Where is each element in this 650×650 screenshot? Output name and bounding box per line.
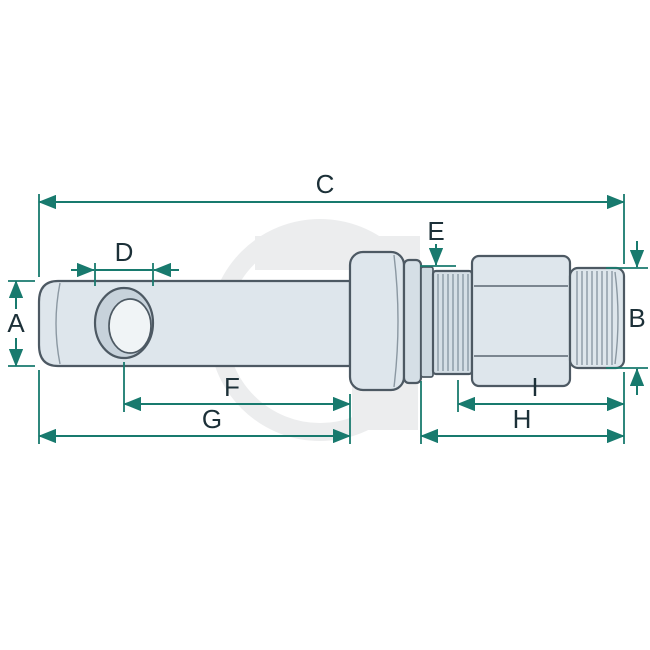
pin-assembly — [37, 250, 626, 392]
dimension-label-b: B — [628, 303, 645, 333]
thread-lines-left — [437, 274, 469, 371]
dimension-label-c: C — [316, 169, 335, 199]
dimension-d: D — [71, 237, 179, 286]
dimension-label-e: E — [427, 216, 444, 246]
dimension-label-a: A — [7, 308, 25, 338]
collar-step — [402, 258, 423, 385]
dimension-label-h: H — [513, 404, 532, 434]
dimension-label-i: I — [531, 372, 538, 402]
dimension-h: H — [420, 381, 625, 444]
dimension-label-g: G — [202, 404, 222, 434]
dimension-b: B — [606, 241, 648, 395]
dimension-f: F — [123, 362, 351, 444]
dimension-a: A — [7, 280, 35, 367]
hex-nut — [470, 254, 572, 388]
dimension-e: E — [420, 216, 456, 267]
dimension-g: G — [38, 370, 351, 444]
pin-hole-inner — [108, 298, 152, 354]
flange-curve-line — [393, 254, 399, 388]
dimension-label-d: D — [115, 237, 134, 267]
pin-shaft — [37, 279, 352, 368]
thread-lines-right — [576, 271, 613, 365]
shaft-chamfer-line — [55, 282, 61, 365]
stub-end-chamfer-line — [614, 271, 619, 365]
thread-relief — [420, 266, 434, 378]
dimension-label-f: F — [224, 372, 240, 402]
dimension-c: C — [38, 169, 625, 277]
